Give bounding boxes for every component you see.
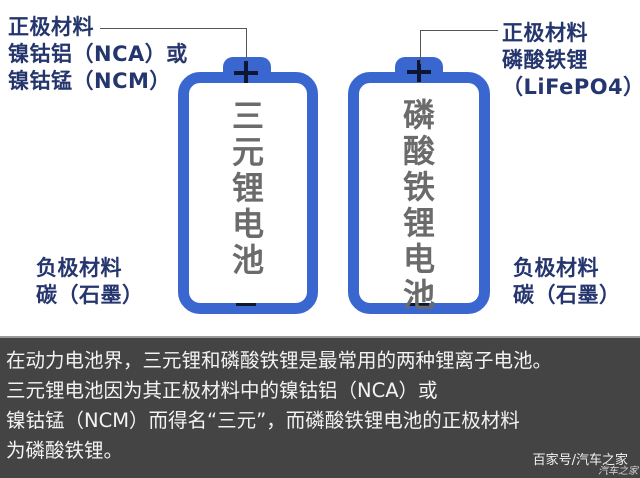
source-watermark: 百家号/汽车之家 bbox=[532, 453, 628, 468]
right-connector-vertical bbox=[420, 30, 421, 64]
caption-text: 在动力电池界，三元锂和磷酸铁锂是最常用的两种锂离子电池。 三元锂电池因为其正极材… bbox=[6, 346, 552, 466]
left-battery bbox=[178, 72, 318, 314]
left-positive-material-nca: 镍钴铝（NCA）或 bbox=[8, 42, 188, 66]
right-negative-title: 负极材料 bbox=[513, 256, 599, 280]
right-positive-title: 正极材料 bbox=[502, 21, 588, 45]
left-negative-label: 负极材料 碳（石墨） bbox=[36, 255, 144, 309]
left-connector-horizontal bbox=[100, 28, 247, 29]
right-battery bbox=[348, 72, 490, 314]
left-battery-name: 三 元 锂 电 池 bbox=[231, 97, 264, 279]
right-negative-label: 负极材料 碳（石墨） bbox=[513, 255, 621, 309]
left-plus-icon-vertical bbox=[244, 61, 248, 83]
left-positive-material-ncm: 镍钴锰（NCM） bbox=[8, 69, 171, 93]
right-negative-material: 碳（石墨） bbox=[513, 283, 621, 307]
right-positive-label: 正极材料 磷酸铁锂 （LiFePO4） bbox=[502, 20, 640, 101]
right-plus-icon-vertical bbox=[417, 60, 421, 82]
logo-watermark: 汽车之家 bbox=[598, 466, 638, 477]
left-connector-vertical bbox=[246, 28, 247, 64]
left-negative-title: 负极材料 bbox=[36, 256, 122, 280]
right-positive-material: 磷酸铁锂 bbox=[502, 48, 588, 72]
caption-band: 在动力电池界，三元锂和磷酸铁锂是最常用的两种锂离子电池。 三元锂电池因为其正极材… bbox=[0, 336, 640, 478]
right-battery-name: 磷 酸 铁 锂 电 池 bbox=[402, 96, 435, 314]
left-positive-label: 正极材料 镍钴铝（NCA）或 镍钴锰（NCM） bbox=[8, 14, 188, 95]
right-positive-formula: （LiFePO4） bbox=[502, 75, 640, 99]
caption-line: 镍钴锰（NCM）而得名“三元”，而磷酸铁锂电池的正极材料 bbox=[6, 409, 520, 432]
caption-line: 为磷酸铁锂。 bbox=[6, 439, 124, 462]
right-minus-icon bbox=[409, 303, 429, 306]
right-connector-horizontal bbox=[420, 30, 498, 31]
left-minus-icon bbox=[236, 303, 256, 306]
left-positive-title: 正极材料 bbox=[8, 15, 94, 39]
caption-line: 三元锂电池因为其正极材料中的镍钴铝（NCA）或 bbox=[6, 379, 438, 402]
caption-line: 在动力电池界，三元锂和磷酸铁锂是最常用的两种锂离子电池。 bbox=[6, 349, 553, 372]
left-negative-material: 碳（石墨） bbox=[36, 283, 144, 307]
